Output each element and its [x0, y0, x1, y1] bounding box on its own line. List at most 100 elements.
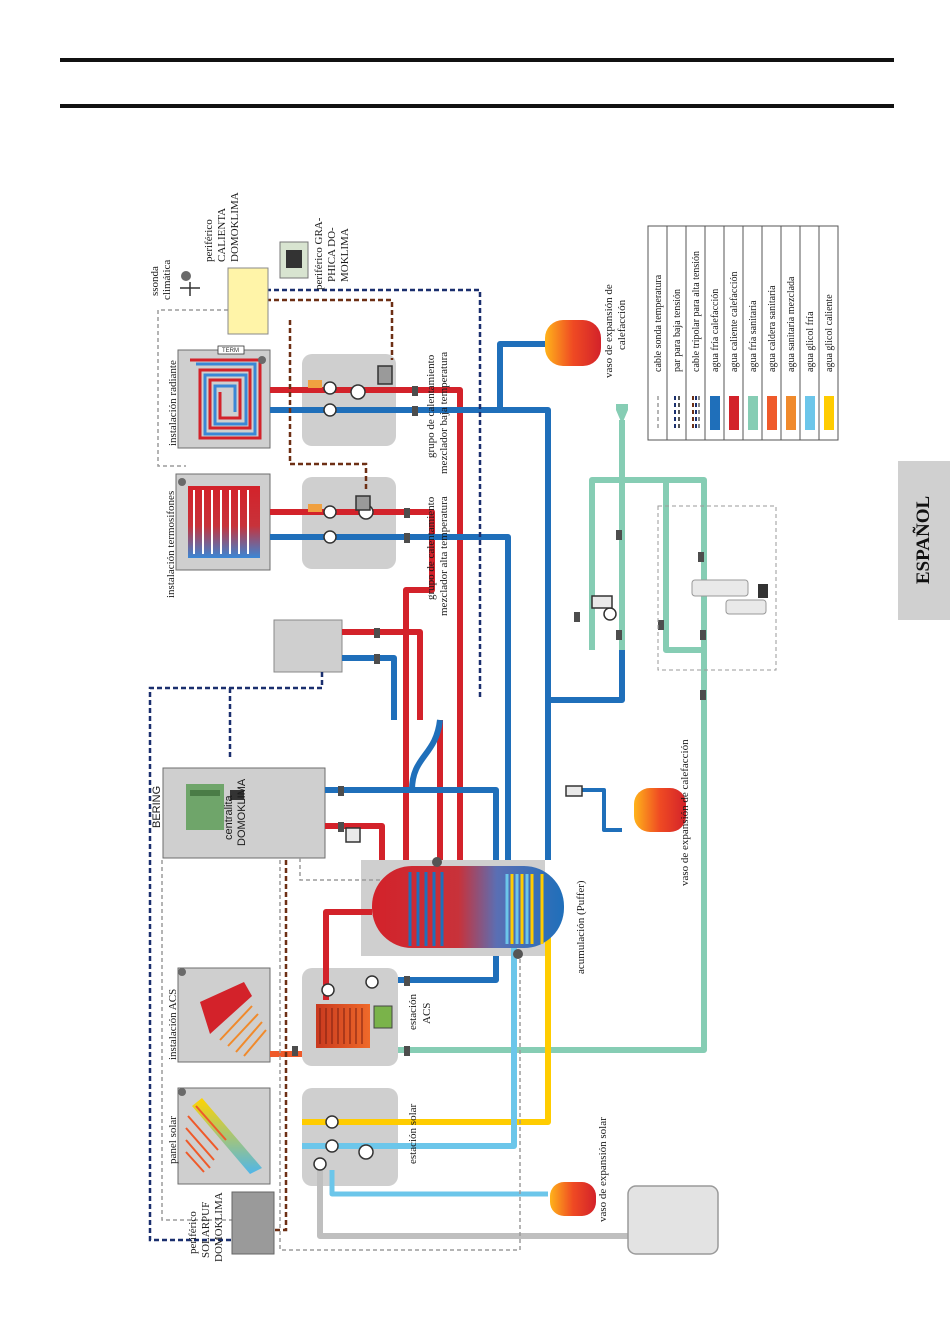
legend-swatch — [748, 396, 758, 430]
cable-navy-left — [148, 672, 324, 1242]
pipe-blue-bering — [325, 787, 499, 860]
grafica-device — [279, 241, 309, 279]
flow-arrow — [616, 404, 628, 424]
vessel-top — [545, 320, 601, 366]
valve-markers — [292, 386, 706, 1056]
language-tab-label: ESPAÑOL — [913, 495, 934, 585]
pipe-aqua-main — [398, 477, 707, 1053]
radiator — [178, 478, 260, 558]
calienta-label-1: periférico — [203, 219, 215, 262]
water-heater-unit — [691, 579, 768, 615]
grupo-alta-panel — [302, 477, 396, 569]
acs-heat-exchanger — [316, 975, 393, 1048]
grupo-baja-label-2: mezclador baja temperatura — [438, 352, 450, 474]
legend-label: cable tripolar para alta tensión — [691, 251, 702, 372]
vaso-exp-calef-top-label-2: calefacción — [616, 299, 628, 350]
pipe-red-termo — [270, 509, 435, 860]
legend-label: cable sonda temperatura — [653, 274, 664, 372]
grupo-alta-label-2: mezclador alta temperatura — [438, 496, 450, 616]
cable-sonda-top — [157, 309, 228, 467]
pipe-blue-box — [342, 655, 397, 720]
boiler — [627, 1185, 719, 1255]
gauges-and-valves — [308, 365, 617, 1171]
centralita-label-2: DOMOKLIMA — [236, 778, 248, 846]
calienta-label-2: CALIENTA — [216, 208, 228, 262]
grafica-label-1: periférico GRA- — [313, 217, 325, 290]
grupo-baja-panel — [302, 354, 396, 446]
legend-swatch — [824, 396, 834, 430]
estacion-acs-label-1: estación — [407, 993, 419, 1030]
legend-swatch — [805, 396, 815, 430]
pipe-blue-acs — [398, 956, 499, 983]
instalacion-acs-label: instalación ACS — [167, 989, 179, 1060]
grafica-label-3: MOKLIMA — [339, 228, 351, 282]
legend-label: agua fría sanitaria — [748, 300, 759, 372]
pipe-grey-boiler — [317, 1170, 628, 1239]
pipe-blue-vessel-top — [497, 341, 545, 410]
vessel-solar — [550, 1182, 596, 1216]
vessel-mid — [634, 788, 686, 832]
calienta-label-3: DOMOKLIMA — [229, 192, 241, 262]
vaso-exp-calef-mid-label: vaso de expansión de calefacción — [679, 739, 691, 886]
vaso-exp-solar-label: vaso de expansión solar — [597, 1117, 609, 1222]
term-label: TERM — [222, 348, 239, 354]
diagram-labels: ssonda climática periférico CALIENTA DOM… — [149, 192, 691, 1262]
pipe-blue-termo — [270, 534, 511, 860]
pipe-glycol-vessel — [329, 1170, 548, 1197]
legend-swatch — [710, 396, 720, 430]
second-rule — [60, 104, 894, 108]
calienta-device — [227, 267, 269, 335]
legend-swatch — [729, 396, 739, 430]
legend-label: agua glicol caliente — [824, 294, 835, 372]
estacion-solar-label: estación solar — [407, 1103, 419, 1164]
cable-sonda-bering — [279, 860, 521, 1251]
bering-label: BERING — [151, 786, 163, 828]
legend-label: agua glicol fría — [805, 311, 816, 372]
pipe-blue-cross — [409, 719, 443, 791]
pipe-blue-radiante — [270, 407, 551, 860]
sonda-climatica — [181, 271, 191, 281]
pipe-blue-mid-vessel — [568, 788, 622, 832]
solarpuf-device — [231, 1191, 275, 1255]
cable-sonda-left — [161, 860, 232, 1221]
cable-tripolar-left — [256, 860, 288, 1232]
legend-label: agua caldera sanitaria — [767, 285, 778, 372]
estacion-solar-panel — [302, 1088, 398, 1186]
grafica-label-2: PHICA DO- — [326, 227, 338, 282]
vaso-exp-calef-top-label-1: vaso de expansión de — [603, 284, 615, 378]
solarpuf-label-3: DOMOKLIMA — [213, 1192, 225, 1262]
estacion-acs-label-2: ACS — [421, 1003, 433, 1024]
acs-shower — [178, 968, 267, 1057]
puffer-tank — [372, 857, 564, 959]
acumulacion-label: acumulación (Puffer) — [575, 880, 587, 974]
climatica-label: climática — [161, 260, 173, 300]
legend-label: agua fría calefacción — [710, 289, 721, 372]
legend-swatch — [786, 396, 796, 430]
centralita-label-1: centralita — [223, 794, 235, 840]
instalacion-radiante-label: instalación radiante — [167, 360, 179, 446]
cable-tripolar-grupo — [288, 320, 368, 490]
radiant-floor-coil — [190, 356, 266, 440]
sanitary-zone — [657, 505, 777, 671]
instalacion-termosifones-label: instalación termosifones — [165, 491, 177, 598]
language-tab[interactable] — [898, 461, 950, 620]
legend-label: agua sanitaria mezclada — [786, 276, 797, 372]
solar-panel — [178, 1088, 262, 1174]
legend: cable sonda temperatura par para baja ten… — [647, 225, 839, 441]
grupo-alta-label-1: grupo de calentamiento — [425, 496, 437, 600]
cables — [148, 288, 521, 1251]
top-rule — [60, 58, 894, 62]
component-panels — [162, 349, 545, 1186]
solarpuf-label-1: periférico — [187, 1211, 199, 1254]
panel-solar-label: panel solar — [167, 1116, 179, 1164]
pipe-aqua-inner — [663, 480, 704, 653]
pipe-red-acs — [323, 909, 372, 1000]
cable-tripolar-top — [266, 298, 394, 360]
pipe-glycol-cold — [302, 880, 517, 1149]
pipe-red-box — [342, 629, 423, 720]
legend-label: par para baja tensión — [672, 289, 683, 372]
grupo-baja-label-1: grupo de calentamiento — [425, 354, 437, 458]
centralita-board — [186, 784, 244, 830]
expansion-vessels — [545, 320, 686, 1216]
